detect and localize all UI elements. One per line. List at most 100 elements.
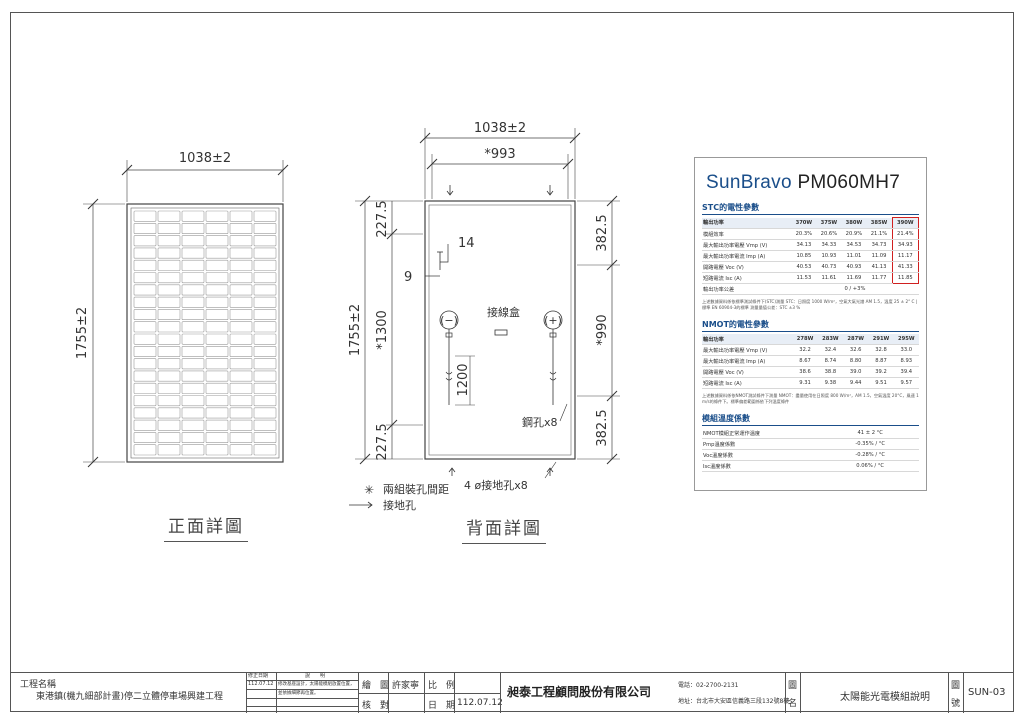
row-value: 33.0 [893, 344, 919, 356]
row-value: 8.87 [868, 355, 894, 367]
model-name: PM060MH7 [797, 172, 901, 193]
solar-cell [205, 370, 229, 382]
stc-section-title: STC的電性參數 [702, 202, 919, 215]
solar-cell [253, 419, 277, 431]
row-value: 21.1% [866, 228, 893, 240]
row-label: 開路電壓 Voc (V) [702, 261, 792, 273]
solar-cell [205, 321, 229, 333]
solar-cell [205, 284, 229, 296]
row-value: 11.61 [816, 272, 842, 284]
negative-label: (−) [440, 314, 458, 327]
solar-cell [253, 259, 277, 271]
junction-box-symbol [494, 329, 508, 336]
row-value: 11.69 [841, 272, 867, 284]
solar-cell [157, 345, 181, 357]
solar-cell [253, 309, 277, 320]
drawing-name-label-1: 圖 [788, 681, 798, 691]
draw-label: 繪 圖 [362, 681, 390, 691]
row-value: 21.4% [891, 228, 920, 240]
row-value: 370W [791, 217, 817, 229]
row-value: 32.6 [843, 344, 869, 356]
solar-cell [253, 358, 277, 370]
solar-cell [181, 259, 205, 271]
row-label: 開路電壓 Voc (V) [702, 366, 793, 378]
solar-cell [229, 321, 253, 333]
solar-cell [253, 395, 277, 407]
row-value: 10.85 [791, 250, 817, 262]
solar-cell [157, 284, 181, 296]
solar-cell [253, 296, 277, 308]
solar-cell [133, 235, 157, 247]
row-value: 11.17 [891, 250, 920, 262]
solar-cell [253, 370, 277, 382]
row-value: 32.2 [792, 344, 818, 356]
solar-cell [229, 272, 253, 284]
row-value: -0.35% / °C [821, 438, 919, 450]
front-height-dim: 1755±2 [75, 307, 90, 359]
row-value: 40.93 [841, 261, 867, 273]
company-name: 昶泰工程顧問股份有限公司 [507, 685, 652, 699]
solar-cell [133, 407, 157, 419]
solar-cell [157, 370, 181, 382]
solar-cell [181, 419, 205, 431]
row-value: 380W [841, 217, 867, 229]
solar-cell [229, 358, 253, 370]
stc-note: 上述數據資料係依標準測試條件下(STC)測量 STC：日照度 1000 W/m²… [702, 299, 918, 310]
row-value: 385W [866, 217, 893, 229]
solar-cell [205, 296, 229, 308]
solar-cell [229, 395, 253, 407]
project-label: 工程名稱 [20, 680, 57, 690]
revision-cell [246, 673, 358, 713]
table-row: Pmp溫度係數-0.35% / °C [702, 438, 919, 450]
solar-cell [253, 272, 277, 284]
row-value: 11.01 [841, 250, 867, 262]
solar-cell [205, 432, 229, 443]
row-value: 283W [817, 334, 844, 345]
solar-cell [133, 370, 157, 382]
dim-14: 14 [458, 236, 475, 251]
scale-label: 比 例 [428, 681, 456, 691]
back-right-top: 382.5 [595, 214, 610, 251]
drawing-name: 太陽能光電模組說明 [840, 692, 930, 703]
row-value: 41.13 [866, 261, 893, 273]
row-label: NMOT模組正常運作溫度 [702, 428, 822, 439]
solar-cell [133, 272, 157, 284]
row-value: 390W [891, 217, 920, 229]
solar-cell [205, 223, 229, 234]
row-value: 0.06% / °C [821, 460, 919, 472]
row-label: Voc溫度係數 [702, 449, 822, 461]
back-view-caption: 背面詳圖 [462, 514, 546, 544]
solar-cell [181, 395, 205, 407]
solar-cell [205, 444, 229, 456]
solar-cell [229, 259, 253, 271]
row-value: 40.73 [816, 261, 842, 273]
row-value: 11.53 [791, 272, 817, 284]
temp-section-title: 模組溫度係數 [702, 413, 919, 426]
title-block: 工程名稱 東港鎮(機九細部計畫)停二立體停車場興建工程 修正日期 說 明 112… [10, 672, 1014, 713]
solar-cell [181, 345, 205, 357]
row-value: 32.4 [817, 344, 844, 356]
row-value: 41.33 [891, 261, 920, 273]
row-value: 34.13 [791, 239, 817, 251]
solar-cell [133, 419, 157, 431]
solar-cell [181, 223, 205, 234]
row-value: 20.6% [816, 228, 842, 240]
revision-note-1: 修改基座設計，太陽能模組放置位置， [278, 682, 355, 687]
row-value: 20.9% [841, 228, 867, 240]
drawing-no-label-1: 圖 [951, 681, 961, 691]
row-value: 38.6 [792, 366, 818, 378]
solar-cell [157, 272, 181, 284]
row-value: 11.09 [866, 250, 893, 262]
solar-cell [157, 223, 181, 234]
legend-ground-label: 接地孔 [383, 499, 416, 512]
solar-cell [133, 321, 157, 333]
company-phone: 電話：02-2700-2131 [678, 682, 739, 689]
solar-cell [229, 407, 253, 419]
back-width-dim: 1038±2 [474, 121, 526, 136]
solar-cell [181, 382, 205, 394]
